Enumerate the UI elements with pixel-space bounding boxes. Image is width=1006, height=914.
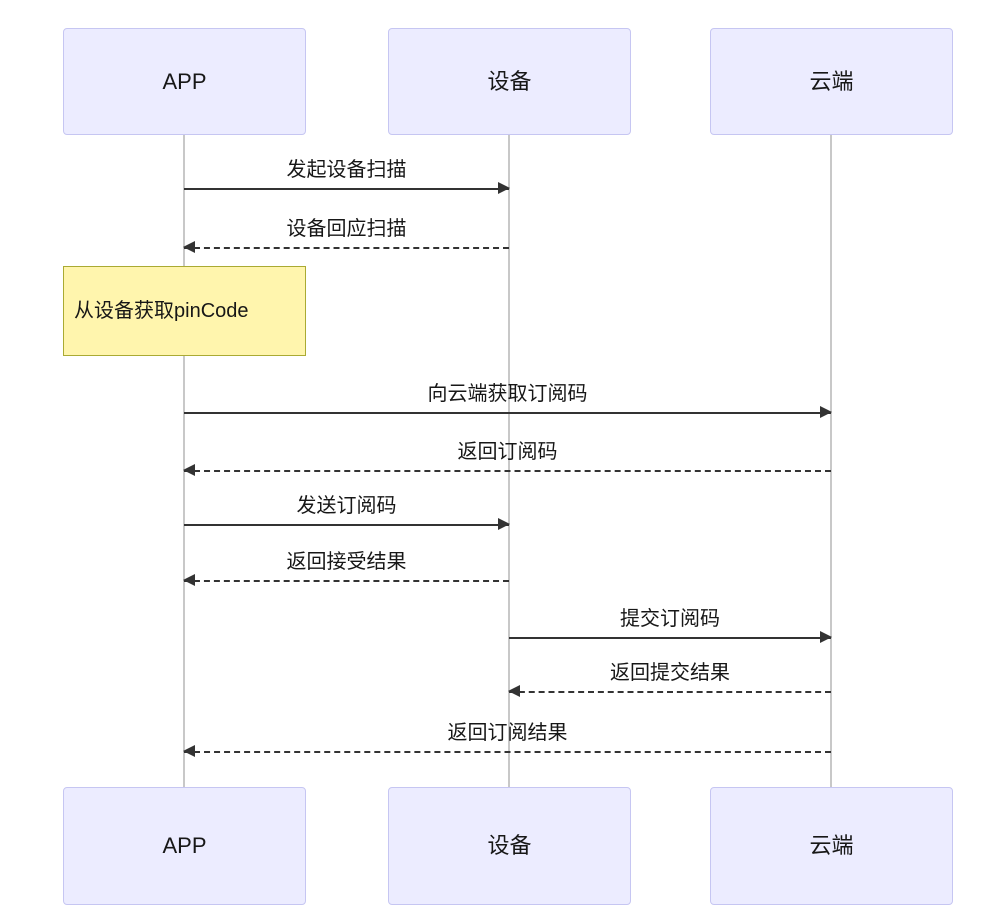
message-line-solid [184, 412, 831, 414]
header-participant-device[interactable]: 设备 [388, 28, 631, 135]
arrowhead-left-icon [183, 574, 195, 586]
message-label: 返回订阅结果 [447, 722, 568, 744]
participant-label: APP [162, 833, 207, 858]
message-line-solid [184, 188, 509, 190]
lifeline-device [508, 135, 510, 787]
arrowhead-right-icon [498, 182, 510, 194]
participant-label: APP [162, 68, 207, 94]
lifeline-app [183, 135, 185, 787]
message-line-dashed [184, 580, 509, 582]
message-line-dashed [509, 691, 831, 693]
arrowhead-left-icon [183, 464, 195, 476]
participant-label: 云端 [809, 833, 854, 858]
message-line-solid [509, 637, 831, 639]
message-label: 返回接受结果 [286, 551, 407, 573]
arrowhead-right-icon [498, 518, 510, 530]
message-label: 发送订阅码 [296, 495, 397, 517]
header-participant-cloud[interactable]: 云端 [710, 28, 953, 135]
message-line-solid [184, 524, 509, 526]
message-label: 发起设备扫描 [286, 159, 407, 181]
arrowhead-right-icon [820, 406, 832, 418]
participant-label: 云端 [809, 68, 854, 94]
arrowhead-left-icon [183, 241, 195, 253]
footer-participant-device[interactable]: 设备 [388, 787, 631, 905]
footer-participant-app[interactable]: APP [63, 787, 306, 905]
note-note-pincode[interactable]: 从设备获取pinCode [63, 266, 306, 356]
arrowhead-left-icon [508, 685, 520, 697]
message-line-dashed [184, 247, 509, 249]
message-label: 返回提交结果 [610, 662, 730, 684]
footer-participant-cloud[interactable]: 云端 [710, 787, 953, 905]
arrowhead-left-icon [183, 745, 195, 757]
message-label: 设备回应扫描 [286, 218, 407, 240]
message-label: 提交订阅码 [620, 608, 720, 630]
lifeline-cloud [830, 135, 832, 787]
participant-label: 设备 [487, 68, 532, 94]
note-text: 从设备获取pinCode [74, 299, 249, 322]
arrowhead-right-icon [820, 631, 832, 643]
header-participant-app[interactable]: APP [63, 28, 306, 135]
participant-label: 设备 [487, 833, 532, 858]
message-line-dashed [184, 751, 831, 753]
message-label: 返回订阅码 [457, 441, 558, 463]
message-label: 向云端获取订阅码 [427, 383, 588, 405]
message-line-dashed [184, 470, 831, 472]
